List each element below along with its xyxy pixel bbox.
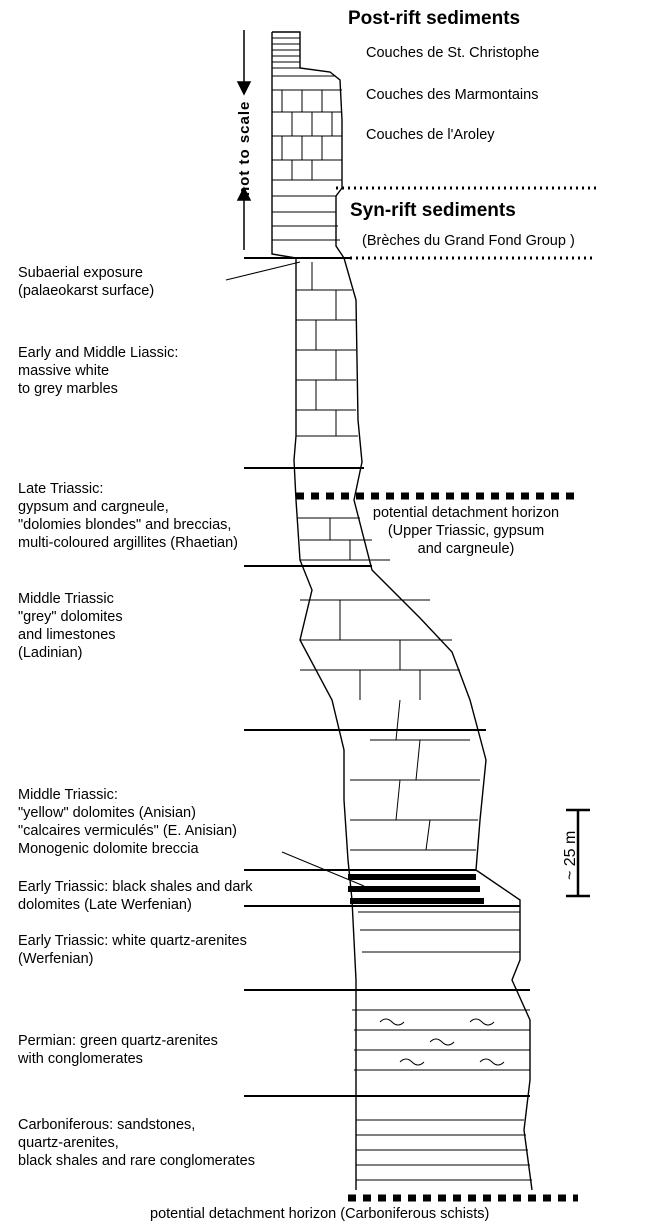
- syn-rift-header: Syn-rift sediments: [350, 200, 516, 221]
- label-late-triassic: Late Triassic: gypsum and cargneule, "do…: [18, 480, 238, 552]
- ladinian-line-3: and limestones: [18, 627, 116, 643]
- carboniferous-line-1: Carboniferous: sandstones,: [18, 1117, 196, 1133]
- early-triassic-shales-line-1: Early Triassic: black shales and dark: [18, 879, 253, 895]
- early-triassic-quartz-line-1: Early Triassic: white quartz-arenites: [18, 933, 247, 949]
- detachment-upper-line-3: and cargneule): [417, 541, 515, 557]
- detachment-lines: [296, 492, 578, 1202]
- anisian-line-2: "yellow" dolomites (Anisian): [18, 805, 196, 821]
- carboniferous-line-2: quartz-arenites,: [18, 1135, 119, 1151]
- subaerial-line-1: Subaerial exposure: [18, 265, 143, 281]
- liassic-line-2: massive white: [18, 363, 110, 379]
- clastic-beds: [352, 911, 532, 1181]
- ladinian-line-1: Middle Triassic: [18, 591, 114, 607]
- anisian-line-3: "calcaires vermiculés" (E. Anisian): [18, 823, 238, 839]
- early-triassic-shales-line-2: dolomites (Late Werfenian): [18, 897, 192, 913]
- permian-line-1: Permian: green quartz-arenites: [18, 1033, 218, 1049]
- anisian-line-4: Monogenic dolomite breccia: [18, 841, 199, 857]
- boundary-lines: [244, 257, 530, 1097]
- scale-bar: [566, 808, 590, 898]
- early-triassic-quartz-line-2: (Werfenian): [18, 951, 94, 967]
- detachment-upper-label: potential detachment horizon (Upper Tria…: [356, 504, 576, 558]
- late-triassic-line-2: gypsum and cargneule,: [18, 499, 169, 515]
- black-shale-bands: [348, 874, 484, 904]
- not-to-scale-label: not to scale: [236, 100, 253, 196]
- label-middle-triassic-ladinian: Middle Triassic "grey" dolomites and lim…: [18, 590, 123, 662]
- unit-marmontains: Couches des Marmontains: [366, 87, 539, 103]
- carboniferous-line-3: black shales and rare conglomerates: [18, 1153, 255, 1169]
- label-subaerial: Subaerial exposure (palaeokarst surface): [18, 264, 154, 300]
- label-early-triassic-shales: Early Triassic: black shales and dark do…: [18, 878, 253, 914]
- label-early-triassic-quartz: Early Triassic: white quartz-arenites (W…: [18, 932, 247, 968]
- ladinian-line-4: (Ladinian): [18, 645, 83, 661]
- limestone-bricks: [296, 262, 480, 851]
- post-rift-beds: [272, 37, 342, 241]
- late-triassic-line-3: "dolomies blondes" and breccias,: [18, 517, 232, 533]
- detachment-upper-line-1: potential detachment horizon: [372, 505, 560, 521]
- post-rift-header: Post-rift sediments: [348, 8, 521, 29]
- label-liassic: Early and Middle Liassic: massive white …: [18, 344, 178, 398]
- not-to-scale-arrow: [236, 30, 252, 250]
- detachment-upper-line-2: (Upper Triassic, gypsum: [387, 523, 545, 539]
- anisian-line-1: Middle Triassic:: [18, 787, 118, 803]
- label-middle-triassic-anisian: Middle Triassic: "yellow" dolomites (Ani…: [18, 786, 237, 858]
- subaerial-line-2: (palaeokarst surface): [18, 283, 155, 299]
- label-permian: Permian: green quartz-arenites with cong…: [18, 1032, 218, 1068]
- late-triassic-line-4: multi-coloured argillites (Rhaetian): [18, 535, 239, 551]
- label-carboniferous: Carboniferous: sandstones, quartz-arenit…: [18, 1116, 255, 1170]
- liassic-line-3: to grey marbles: [18, 381, 118, 397]
- liassic-line-1: Early and Middle Liassic:: [18, 345, 179, 361]
- unit-st-christophe: Couches de St. Christophe: [366, 45, 540, 61]
- scale-label: ~ 25 m: [562, 830, 579, 880]
- late-triassic-line-1: Late Triassic:: [18, 481, 104, 497]
- permian-line-2: with conglomerates: [18, 1051, 143, 1067]
- leader-lines: [225, 261, 365, 887]
- ladinian-line-2: "grey" dolomites: [18, 609, 123, 625]
- unit-aroley: Couches de l'Aroley: [366, 127, 495, 143]
- unit-breches-grand-fond: (Brèches du Grand Fond Group ): [362, 233, 575, 249]
- dotted-separators: [336, 186, 596, 260]
- detachment-lower-label: potential detachment horizon (Carbonifer…: [150, 1206, 490, 1222]
